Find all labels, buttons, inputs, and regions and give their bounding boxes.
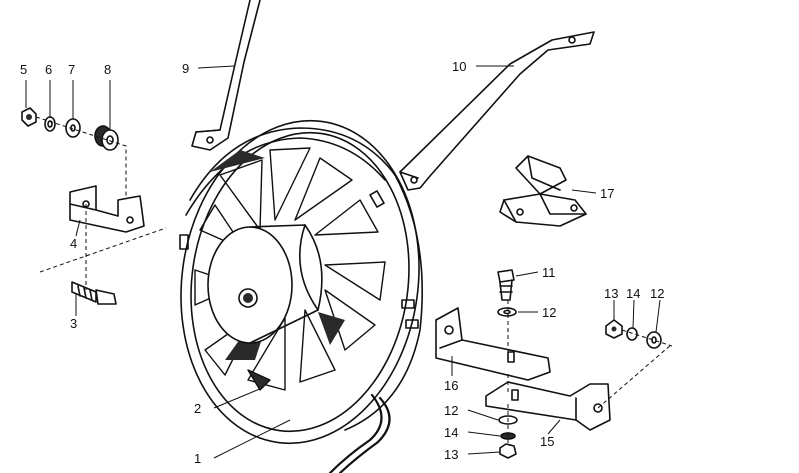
left-hardware <box>21 107 119 151</box>
right-hardware <box>497 269 662 459</box>
fan-motor <box>207 224 323 344</box>
resistor-17 <box>499 155 587 227</box>
callout-11: 11 <box>542 265 556 280</box>
callout-16: 16 <box>444 378 458 393</box>
callout-9: 9 <box>182 61 189 76</box>
callout-4: 4 <box>70 236 77 251</box>
callout-12-upper: 12 <box>542 305 556 320</box>
bracket-4 <box>69 185 145 233</box>
bracket-10 <box>399 31 595 191</box>
callout-13-lower: 13 <box>444 447 458 462</box>
callout-13-right: 13 <box>604 286 618 301</box>
callout-10: 10 <box>452 59 466 74</box>
motor-cable <box>328 393 391 473</box>
callout-labels: 5 6 7 8 9 10 17 4 3 11 12 13 14 12 16 2 … <box>20 59 664 466</box>
callout-3: 3 <box>70 316 77 331</box>
bolt-3 <box>71 281 117 305</box>
callout-7: 7 <box>68 62 75 77</box>
callout-6: 6 <box>45 62 52 77</box>
callout-14-lower: 14 <box>444 425 458 440</box>
callout-5: 5 <box>20 62 27 77</box>
leader-lines <box>25 65 661 459</box>
bracket-15 <box>485 381 611 431</box>
callout-8: 8 <box>104 62 111 77</box>
callout-12-lower: 12 <box>444 403 458 418</box>
callout-12-right: 12 <box>650 286 664 301</box>
callout-14-right: 14 <box>626 286 640 301</box>
callout-1: 1 <box>194 451 201 466</box>
callout-15: 15 <box>540 434 554 449</box>
callout-17: 17 <box>600 186 614 201</box>
callout-2: 2 <box>194 401 201 416</box>
bracket-16 <box>435 307 551 381</box>
bracket-9 <box>191 0 261 151</box>
fan-housing <box>179 119 424 445</box>
assembly-lines <box>35 116 673 446</box>
